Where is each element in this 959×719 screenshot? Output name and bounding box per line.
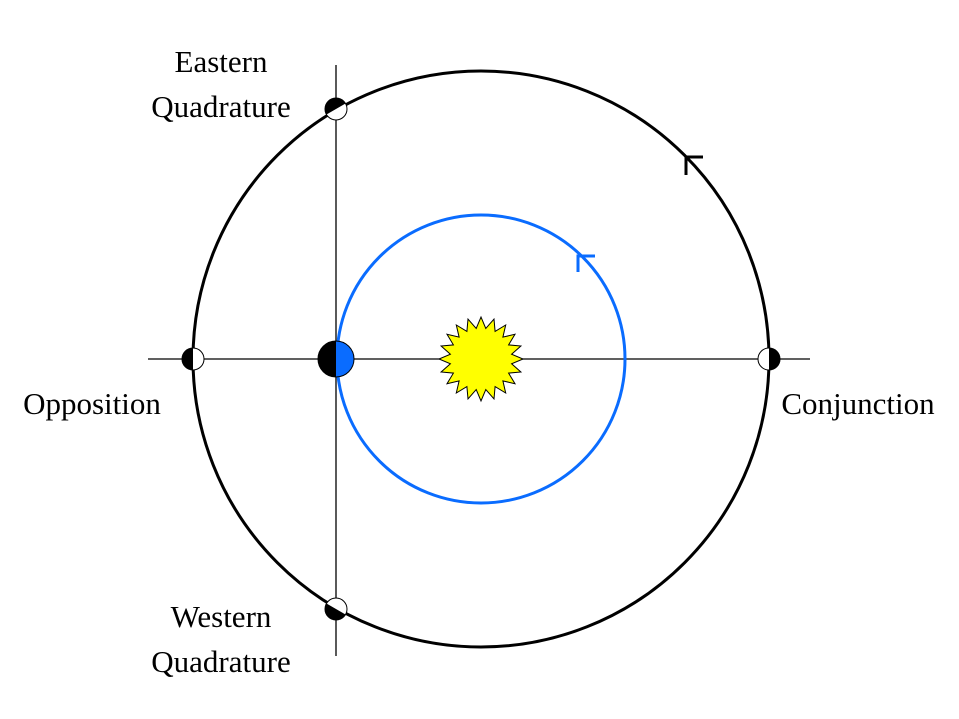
planet-conjunction bbox=[757, 347, 781, 371]
sun-icon bbox=[437, 315, 525, 403]
label-western: Western bbox=[171, 599, 272, 634]
label-eastern-quadrature: Quadrature bbox=[151, 89, 290, 124]
planet-eastern-quadrature bbox=[324, 97, 348, 121]
label-conjunction: Conjunction bbox=[781, 386, 935, 421]
planet-western-quadrature bbox=[324, 597, 348, 621]
outer-orbit-direction-arrow bbox=[684, 155, 703, 175]
label-western-quadrature: Quadrature bbox=[151, 644, 290, 679]
earth-orbit-direction-arrow bbox=[576, 254, 595, 272]
label-opposition: Opposition bbox=[23, 386, 161, 421]
planet-opposition bbox=[181, 347, 205, 371]
earth bbox=[317, 340, 355, 378]
label-eastern: Eastern bbox=[175, 44, 268, 79]
